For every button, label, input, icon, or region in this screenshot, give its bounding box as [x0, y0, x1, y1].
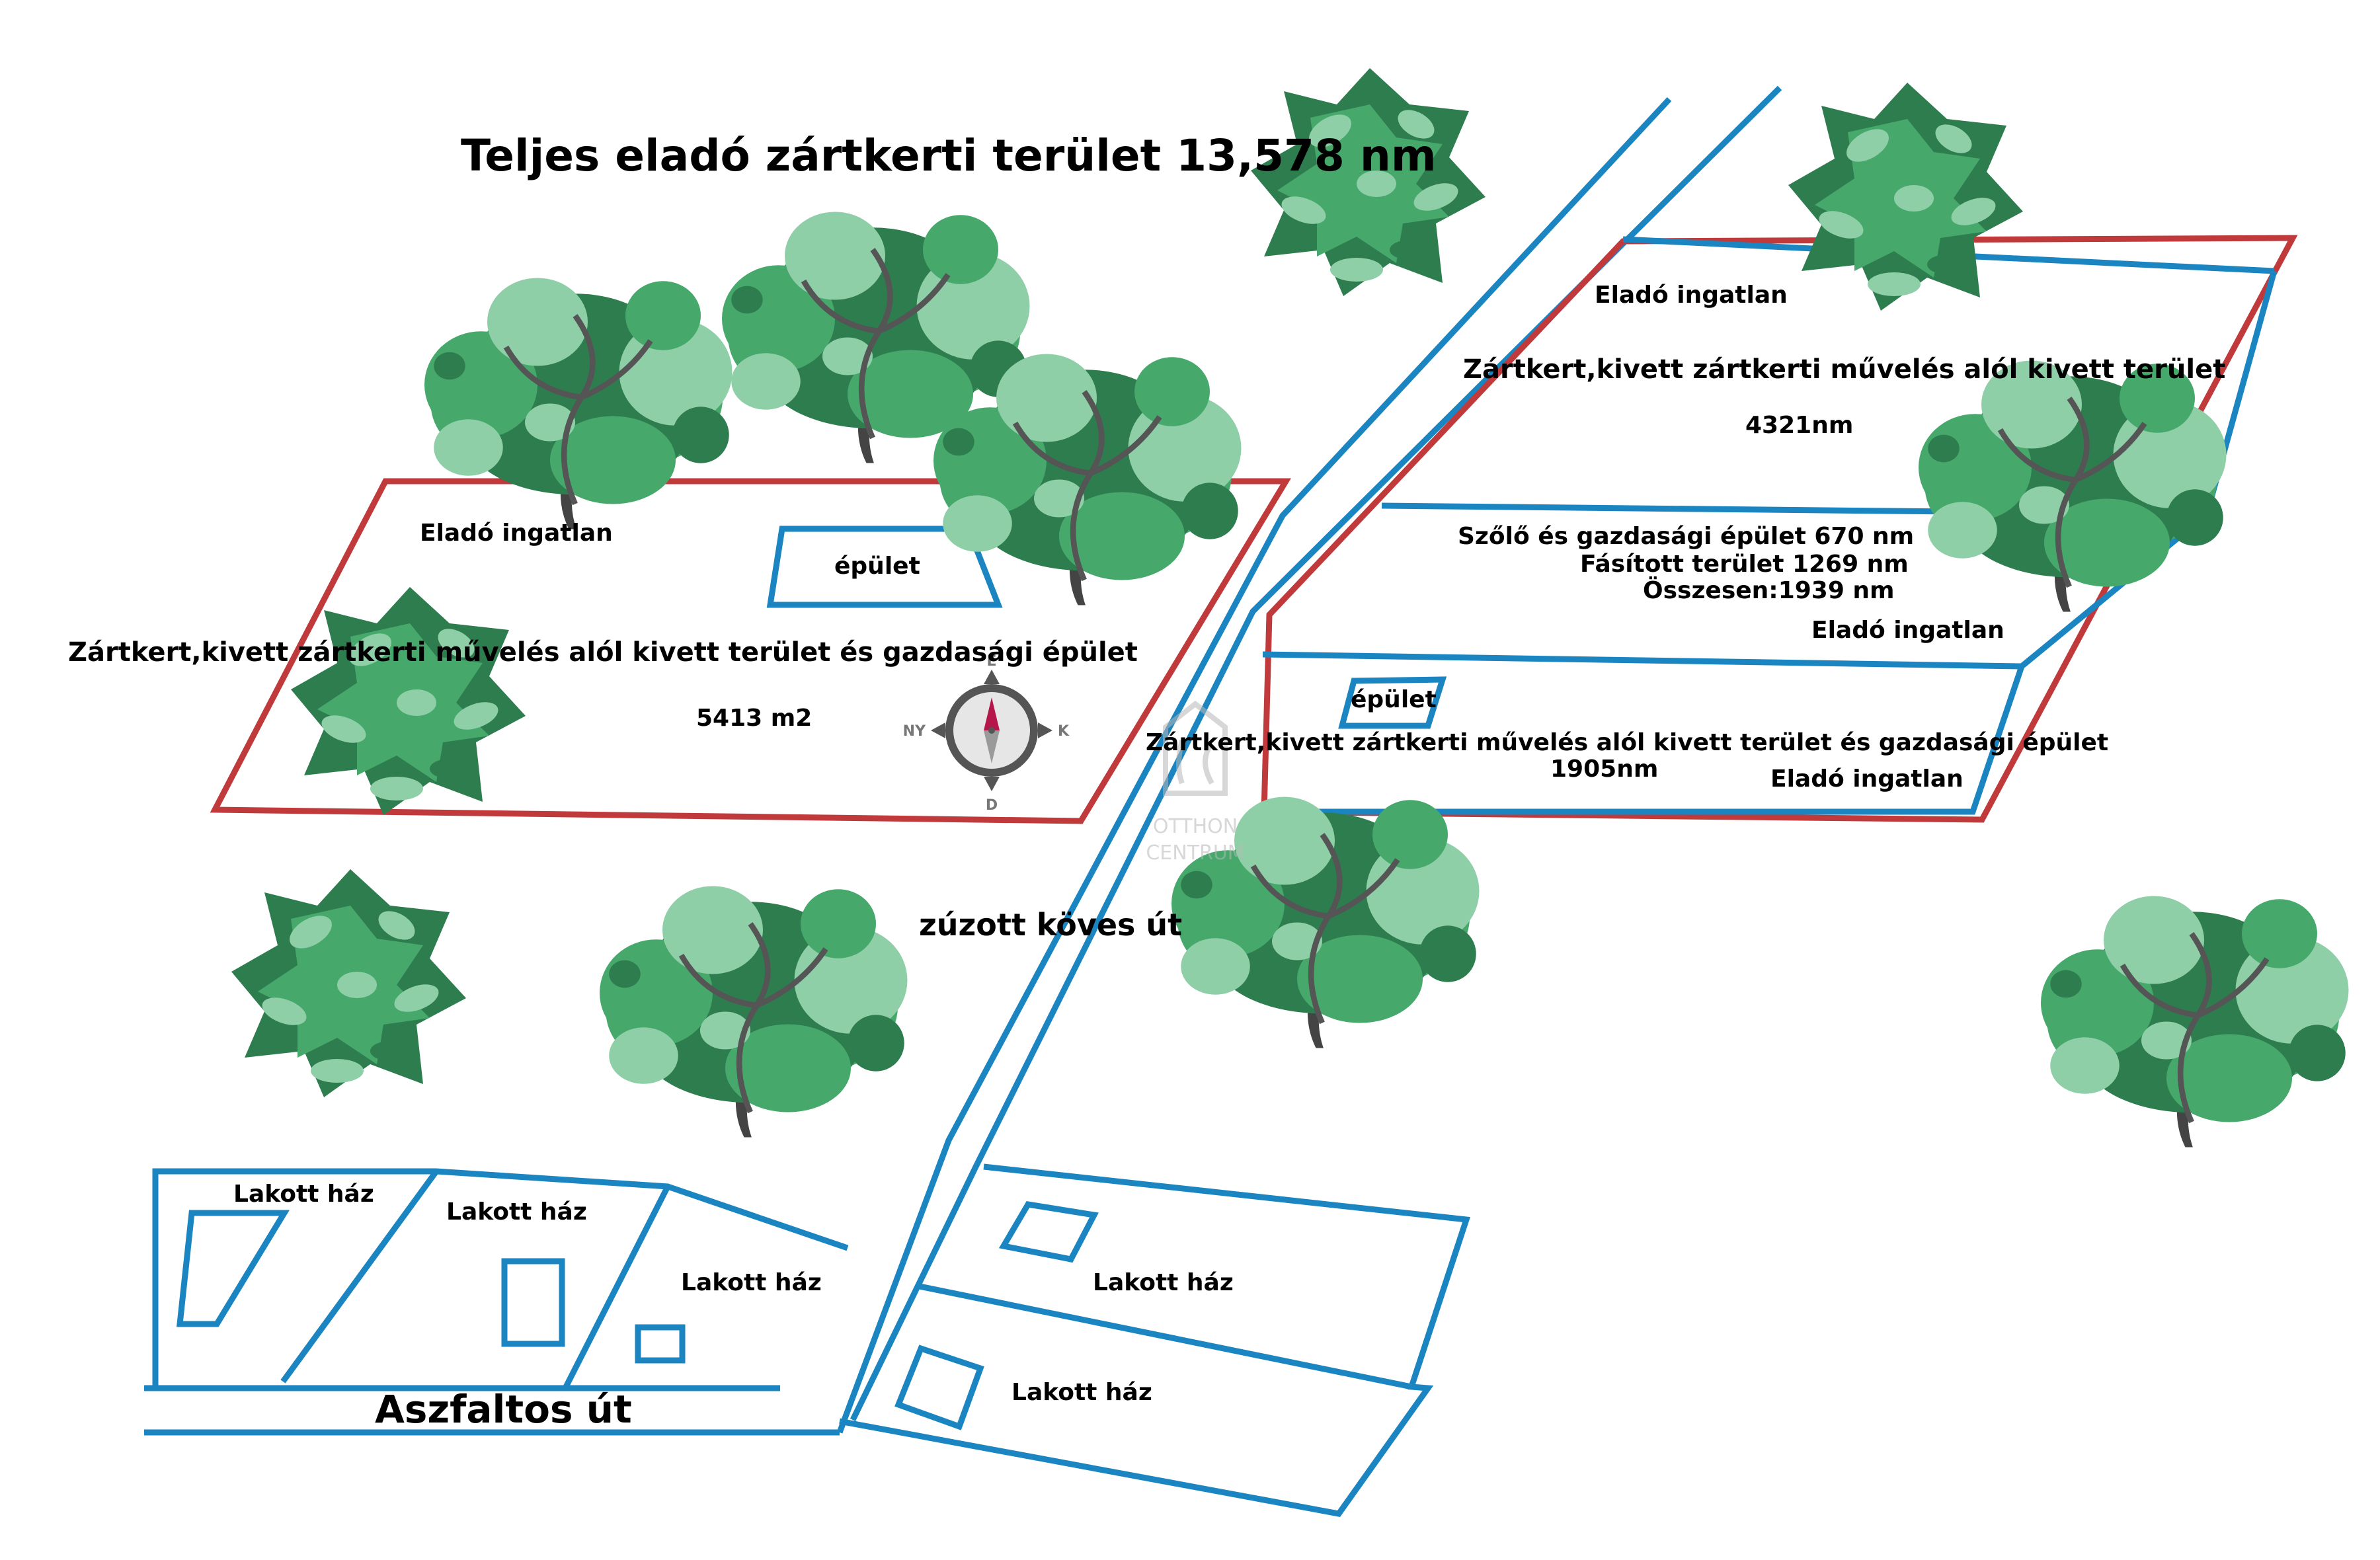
left-parcel-for-sale-label: Eladó ingatlan [420, 520, 613, 547]
middle-right-for-sale-label: Eladó ingatlan [1811, 617, 2004, 644]
logo-line2: CENTRUM [1146, 841, 1244, 865]
compass-north-label: É [986, 652, 996, 670]
upper-right-description: Zártkert,kivett zártkerti művelés alól k… [1463, 354, 2225, 385]
compass-east-label: K [1058, 723, 1070, 740]
house-label: Lakott ház [1012, 1379, 1152, 1406]
house-label: Lakott ház [1093, 1269, 1234, 1296]
asphalt-road-label: Aszfaltos út [375, 1387, 632, 1432]
lower-right-description: Zártkert,kivett zártkerti művelés alól k… [1146, 729, 2108, 756]
house-plots-left [152, 1168, 849, 1390]
trees [231, 68, 2349, 1148]
left-parcel-building-label: épület [834, 553, 920, 580]
compass: É D NY K [903, 652, 1070, 814]
house-label: Lakott ház [233, 1181, 374, 1208]
middle-right-line3: Összesen:1939 nm [1643, 576, 1895, 604]
logo-line1: OTTHON [1153, 815, 1238, 838]
middle-right-line1: Szőlő és gazdasági épület 670 nm [1458, 523, 1914, 550]
house-label: Lakott ház [681, 1269, 822, 1296]
upper-right-for-sale-label: Eladó ingatlan [1595, 282, 1788, 309]
left-parcel-area: 5413 m2 [696, 705, 812, 732]
house-label: Lakott ház [446, 1198, 587, 1226]
lower-right-for-sale-label: Eladó ingatlan [1770, 765, 1964, 793]
middle-right-line2: Fásított terület 1269 nm [1580, 551, 1909, 578]
otthon-centrum-logo: OTTHON CENTRUM [1146, 700, 1245, 865]
page-title: Teljes eladó zártkerti terület 13,578 nm [461, 130, 1437, 181]
house-plots-right [839, 1163, 1471, 1517]
compass-south-label: D [986, 797, 998, 814]
gravel-road [836, 85, 1782, 1434]
left-parcel-description: Zártkert,kivett zártkerti művelés alól k… [68, 637, 1138, 668]
upper-right-area: 4321nm [1745, 412, 1853, 439]
asphalt-road [144, 1385, 840, 1436]
compass-west-label: NY [903, 723, 926, 740]
lower-right-building-label: épület [1351, 686, 1437, 713]
gravel-road-label: zúzott köves út [919, 907, 1182, 943]
lower-right-area: 1905nm [1550, 756, 1658, 783]
